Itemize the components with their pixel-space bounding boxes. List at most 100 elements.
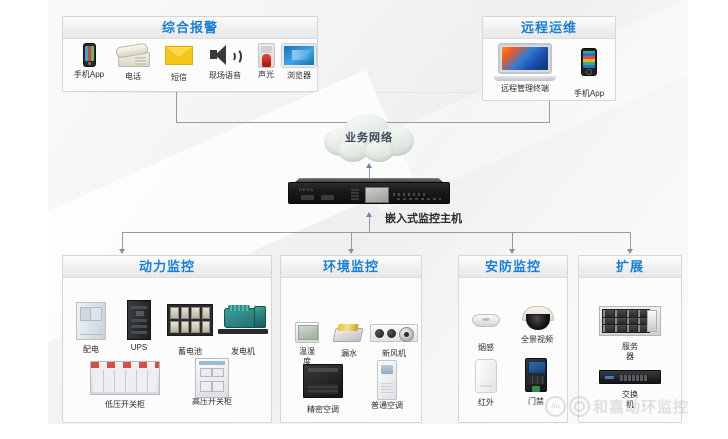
strobe-light-icon [247, 43, 285, 69]
infrared-sensor-icon [463, 359, 509, 397]
remote-item-mobile-app[interactable]: 手机App [567, 43, 611, 99]
alarm-item-telephone[interactable]: 电话 [111, 42, 155, 82]
smoke-detector-icon [463, 314, 509, 342]
remote-ops-panel-body: 远程管理终端 手机App [483, 39, 615, 102]
expansion-panel-title: 扩展 [579, 256, 681, 278]
security-item-smoke-detector[interactable]: 烟感 [463, 304, 509, 353]
host-vent-icon [351, 189, 359, 200]
envelope-icon [157, 46, 201, 72]
low-voltage-switchgear-icon [81, 361, 169, 399]
remote-item-label: 手机App [573, 89, 605, 98]
distribution-cabinet-icon [67, 302, 115, 344]
environment-item-precision-ac[interactable]: 精密空调 [293, 360, 353, 415]
alarm-item-site-voice[interactable]: 现场语音 [201, 42, 249, 81]
arrow-into-cloud [366, 163, 372, 168]
power-monitoring-panel[interactable]: 动力监控 配电 UPS 蓄电池 发电机 低压开关柜 [62, 255, 272, 423]
alarm-item-label: 电话 [125, 72, 141, 81]
desk-phone-icon [111, 42, 155, 71]
environment-item-temp-humidity[interactable]: 温湿度 [287, 320, 327, 367]
alarm-panel[interactable]: 综合报警 手机App 电话 短信 现场语音 声光 [62, 16, 318, 92]
access-control-icon [511, 358, 561, 396]
smartphone-icon [67, 43, 111, 69]
water-leak-icon [327, 324, 371, 348]
power-item-battery[interactable]: 蓄电池 [163, 298, 217, 357]
dome-camera-icon [509, 306, 565, 334]
alarm-item-label: 手机App [73, 70, 105, 79]
expansion-item-switch[interactable]: 交换机 [597, 368, 663, 410]
alarm-item-browser[interactable]: 浏览器 [277, 42, 321, 81]
expansion-item-server[interactable]: 服务器 [597, 304, 663, 362]
connector-drop-environment [351, 232, 352, 250]
power-panel-body: 配电 UPS 蓄电池 发电机 低压开关柜 高压开关柜 [63, 278, 271, 424]
alarm-item-strobe[interactable]: 声光 [247, 42, 285, 80]
security-item-infrared[interactable]: 红外 [463, 356, 509, 408]
host-front-panel: HEXA [288, 182, 450, 204]
environment-item-standard-ac[interactable]: 普通空调 [359, 360, 415, 411]
alarm-panel-body: 手机App 电话 短信 现场语音 声光 浏览器 [63, 39, 317, 93]
remote-item-management-terminal[interactable]: 远程管理终端 [487, 43, 563, 94]
environment-item-fresh-air-fan[interactable]: 新风机 [369, 320, 419, 359]
power-panel-title: 动力监控 [63, 256, 271, 278]
power-item-lv-switchgear[interactable]: 低压开关柜 [81, 358, 169, 410]
security-item-label: 全景视频 [521, 335, 553, 344]
ups-icon [115, 300, 163, 342]
environment-item-water-leak[interactable]: 漏水 [327, 320, 371, 359]
rack-server-icon [597, 306, 663, 340]
arrow-environment-panel [348, 249, 354, 254]
environment-panel-body: 温湿度 漏水 新风机 精密空调 普通空调 [281, 278, 421, 424]
power-item-label: 高压开关柜 [192, 397, 232, 406]
connector-host-down [369, 216, 370, 232]
embedded-monitoring-host[interactable]: HEXA [288, 176, 450, 210]
power-item-generator[interactable]: 发电机 [215, 298, 271, 357]
connector-bottom-bus [122, 232, 630, 233]
alarm-item-mobile-app[interactable]: 手机App [67, 42, 111, 80]
power-item-label: UPS [130, 343, 148, 352]
battery-rack-icon [163, 304, 217, 346]
security-panel-title: 安防监控 [459, 256, 567, 278]
laptop-icon [487, 43, 563, 83]
smartphone-icon [567, 48, 611, 88]
arrow-expansion-panel [627, 249, 633, 254]
connector-alarm-drop [176, 92, 177, 122]
remote-ops-panel-title: 远程运维 [483, 17, 615, 39]
environment-item-label: 精密空调 [307, 405, 339, 414]
security-item-label: 烟感 [478, 343, 494, 352]
generator-icon [215, 304, 271, 346]
power-item-label: 蓄电池 [178, 347, 202, 356]
connector-host-to-cloud [369, 168, 370, 178]
alarm-item-sms[interactable]: 短信 [157, 42, 201, 83]
connector-drop-security [512, 232, 513, 250]
security-monitoring-panel[interactable]: 安防监控 烟感 全景视频 红外 门禁 [458, 255, 568, 423]
arrow-security-panel [509, 249, 515, 254]
remote-ops-panel[interactable]: 远程运维 远程管理终端 手机App [482, 16, 616, 101]
expansion-item-label: 交换机 [622, 390, 638, 409]
arrow-into-host [366, 212, 372, 217]
alarm-item-label: 现场语音 [209, 71, 241, 80]
environment-item-label: 温湿度 [299, 347, 315, 366]
power-item-label: 配电 [83, 345, 99, 354]
power-item-hv-switchgear[interactable]: 高压开关柜 [183, 358, 241, 407]
security-panel-body: 烟感 全景视频 红外 门禁 [459, 278, 567, 424]
power-item-distribution[interactable]: 配电 [67, 298, 115, 355]
business-network-cloud[interactable]: 业务网络 [322, 112, 416, 164]
security-item-label: 门禁 [528, 397, 544, 406]
network-switch-icon [597, 370, 663, 388]
host-lcd-screen [365, 187, 389, 203]
speaker-icon [201, 44, 249, 70]
expansion-panel[interactable]: 扩展 服务器 交换机 [578, 255, 682, 423]
host-label: 嵌入式监控主机 [385, 213, 462, 225]
temperature-humidity-icon [287, 322, 327, 346]
expansion-item-label: 服务器 [622, 342, 638, 361]
expansion-panel-body: 服务器 交换机 [579, 278, 681, 424]
security-item-panoramic-video[interactable]: 全景视频 [509, 304, 565, 345]
environment-monitoring-panel[interactable]: 环境监控 温湿度 漏水 新风机 精密空调 普通空调 [280, 255, 422, 423]
connector-remote-drop [549, 92, 550, 122]
host-indicator-row [393, 193, 427, 196]
security-item-access-control[interactable]: 门禁 [511, 356, 561, 407]
standard-ac-icon [359, 360, 415, 400]
alarm-item-label: 短信 [171, 73, 187, 82]
power-item-ups[interactable]: UPS [115, 298, 163, 353]
arrow-power-panel [119, 249, 125, 254]
host-button[interactable] [301, 195, 314, 200]
host-button[interactable] [321, 195, 334, 200]
